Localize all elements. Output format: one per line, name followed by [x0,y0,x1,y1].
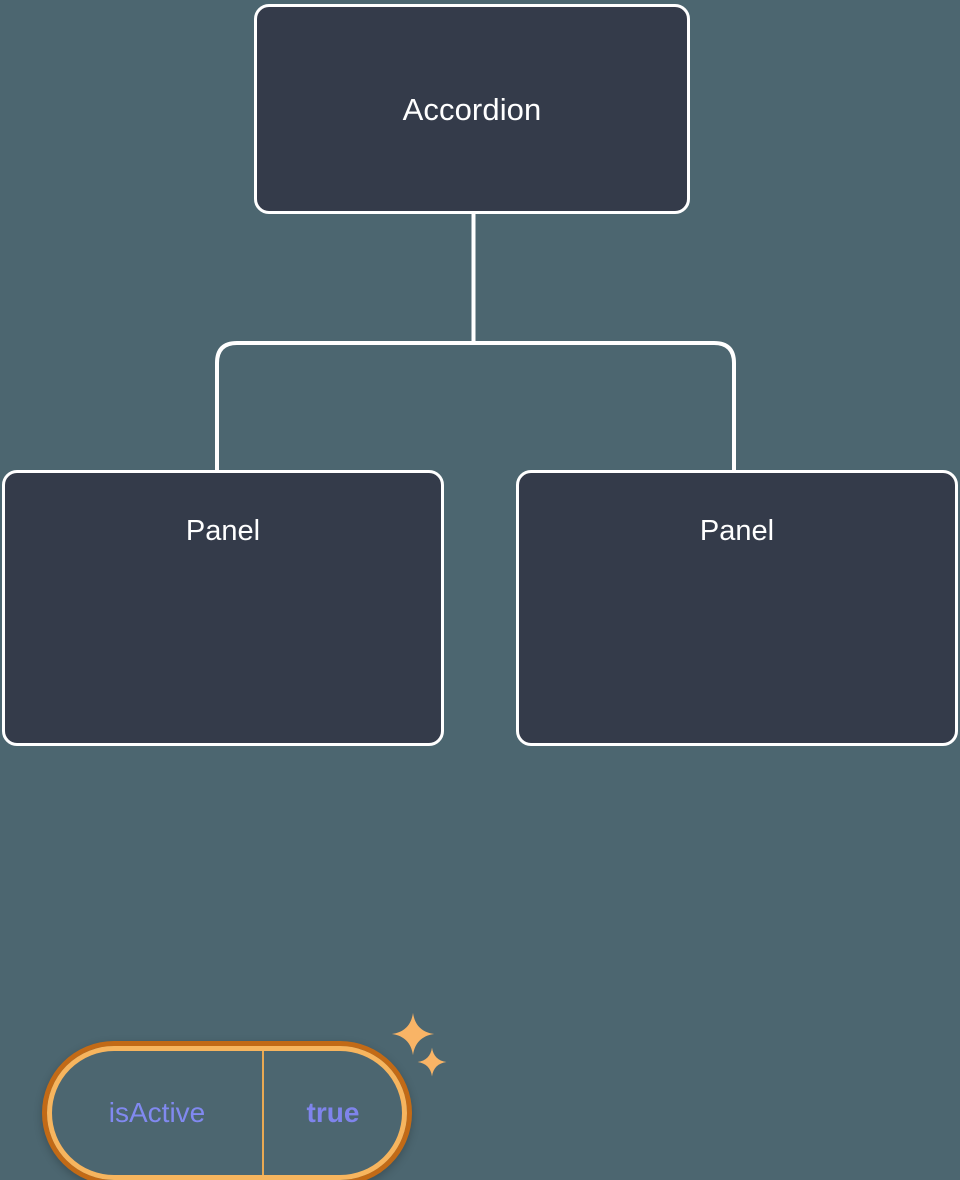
prop-value: true [306,1097,360,1128]
sparkle-icon [391,1012,435,1056]
prop-pill-isactive-true[interactable]: isActive true [47,1046,407,1180]
edge-to-panel-left [215,341,474,472]
edge-to-panel-right [473,341,736,472]
sparkle-icon [417,1047,447,1077]
node-panel-left[interactable]: Panel isActive true [2,470,447,1180]
node-accordion[interactable]: Accordion [254,4,690,214]
component-tree-canvas: Accordion Panel isActive true Panel isAc… [2,4,958,1180]
node-panel-right-title: Panel [699,515,775,547]
prop-key: isActive [52,1051,264,1175]
node-panel-right[interactable]: Panel isActive false [516,470,958,746]
node-panel-left-title: Panel [185,515,261,547]
node-accordion-title: Accordion [402,91,542,127]
